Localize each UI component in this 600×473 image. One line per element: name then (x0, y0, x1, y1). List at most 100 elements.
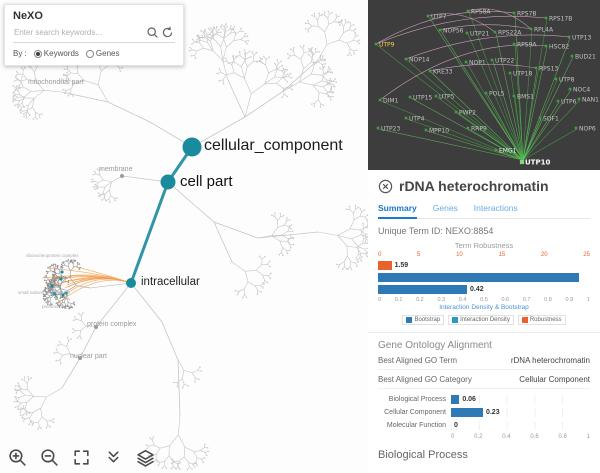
tree-label-protein-complex[interactable]: protein complex (87, 321, 137, 328)
svg-text:RPS22A: RPS22A (498, 30, 522, 37)
node-intracellular[interactable] (126, 278, 136, 288)
biological-process-section-title: Biological Process (378, 449, 468, 461)
robustness-value: 1.59 (394, 262, 409, 269)
tab-interactions[interactable]: Interactions (473, 203, 518, 213)
svg-text:UTP21: UTP21 (470, 31, 489, 38)
tree-label-preribosome[interactable]: preribosome (42, 304, 68, 309)
alignment-val-mf: 0 (454, 422, 458, 429)
genes-label: Genes (95, 49, 120, 58)
term-title: rDNA heterochromatin (399, 178, 549, 194)
node-protein-complex[interactable] (94, 325, 98, 329)
ontology-tree-canvas[interactable] (0, 0, 368, 473)
tree-label-intracellular[interactable]: intracellular (141, 276, 200, 288)
svg-text:NOP1: NOP1 (469, 60, 486, 67)
svg-text:UTP6: UTP6 (561, 99, 577, 106)
unique-term-id: Unique Term ID: NEXO:8854 (378, 226, 494, 236)
view-controls (6, 446, 157, 469)
fit-to-screen-icon (74, 450, 89, 465)
svg-text:NOP14: NOP14 (409, 57, 430, 64)
search-card: NeXO By : Keywords (4, 4, 184, 66)
go-term-value: rDNA heterochromatin (510, 356, 590, 365)
tree-label-small-subunit-processome[interactable]: small subunit processome (18, 290, 71, 295)
node-membrane[interactable] (120, 174, 124, 178)
by-label: By : (13, 49, 27, 58)
svg-text:UTP4: UTP4 (409, 116, 425, 123)
svg-text:UTP10: UTP10 (525, 159, 550, 167)
alignment-cat-cc: Cellular Component (384, 409, 446, 416)
svg-text:BUD21: BUD21 (575, 54, 596, 61)
tree-label-ribonucleoprotein-complex[interactable]: ribonucleoprotein complex (26, 253, 79, 258)
radio-keywords[interactable] (33, 49, 42, 58)
interaction-density-swatch (452, 317, 459, 323)
svg-text:UTP5: UTP5 (439, 94, 455, 101)
tab-summary[interactable]: Summary (378, 201, 417, 219)
svg-text:UTP9: UTP9 (379, 42, 395, 49)
svg-text:NOP6: NOP6 (579, 126, 596, 133)
tree-label-nuclear-part[interactable]: nuclear part (70, 353, 107, 360)
svg-text:UTP22: UTP22 (495, 58, 514, 65)
node-cell-part[interactable] (160, 174, 176, 190)
go-term-row: Best Aligned GO Term rDNA heterochromati… (378, 351, 590, 370)
robustness-chart: 1.59 0.42 (378, 261, 590, 294)
alignment-cat-bp: Biological Process (388, 396, 446, 403)
layers-icon (137, 449, 154, 467)
close-detail-button[interactable] (378, 179, 393, 194)
go-alignment-title: Gene Ontology Alignment (378, 340, 492, 351)
radio-genes[interactable] (85, 49, 94, 58)
robustness-legend: Bootstrap Interaction Density Robustness (378, 315, 590, 325)
search-mode-row: By : Keywords Genes (13, 49, 175, 58)
tab-genes[interactable]: Genes (432, 203, 458, 213)
node-cellular-component[interactable] (182, 137, 202, 157)
bootstrap-swatch (406, 317, 413, 323)
refresh-icon (162, 26, 173, 38)
svg-text:RPS9A: RPS9A (517, 42, 537, 49)
robustness-bar (378, 261, 392, 270)
collapse-levels-button[interactable] (102, 446, 125, 469)
tree-label-membrane[interactable]: membrane (99, 166, 133, 173)
svg-text:BMS1: BMS1 (517, 94, 534, 101)
reset-search-button[interactable] (160, 25, 175, 40)
tree-label-mitochondrial-part[interactable]: mitochondrial part (28, 79, 84, 86)
alignment-val-cc: 0.23 (485, 409, 500, 416)
fit-to-screen-button[interactable] (70, 446, 93, 469)
term-detail-panel: rDNA heterochromatin Summary Genes Inter… (368, 170, 600, 473)
alignment-val-bp: 0.06 (462, 396, 476, 403)
go-category-label: Best Aligned GO Category (378, 375, 472, 384)
search-button[interactable] (145, 25, 160, 40)
gene-association-edges (41, 266, 132, 304)
double-chevron-down-icon (108, 451, 119, 463)
layers-button[interactable] (134, 446, 157, 469)
svg-text:UTP13: UTP13 (572, 35, 591, 42)
bootstrap-bar (378, 273, 580, 282)
svg-text:RPL4A: RPL4A (534, 27, 554, 34)
search-input[interactable] (13, 26, 145, 39)
svg-text:RRP9: RRP9 (471, 126, 487, 133)
svg-text:NOC4: NOC4 (573, 87, 590, 94)
svg-text:UTP15: UTP15 (413, 95, 432, 102)
svg-text:DIM1: DIM1 (383, 98, 399, 105)
alignment-bar-cc (451, 408, 483, 417)
node-nuclear-part[interactable] (78, 356, 82, 360)
tree-label-cellular-component[interactable]: cellular_component (204, 137, 343, 154)
svg-text:RPS7B: RPS7B (517, 11, 537, 18)
robustness-swatch (521, 317, 528, 323)
zoom-in-icon (9, 449, 26, 466)
zoom-out-button[interactable] (38, 446, 61, 469)
svg-text:NAN1: NAN1 (582, 97, 599, 104)
tree-label-cell-part[interactable]: cell part (180, 173, 233, 190)
go-category-value: Cellular Component (519, 375, 590, 384)
zoom-out-icon (41, 449, 58, 466)
tree-fractal-branches (12, 10, 368, 471)
zoom-in-button[interactable] (6, 446, 29, 469)
svg-text:NOP56: NOP56 (443, 28, 464, 35)
legend-bootstrap: Bootstrap (402, 315, 445, 325)
search-mode-genes[interactable]: Genes (85, 49, 120, 58)
ontology-tree-panel[interactable]: cellular_component cell part intracellul… (0, 0, 368, 473)
search-mode-keywords[interactable]: Keywords (33, 49, 79, 58)
svg-text:MPP10: MPP10 (429, 128, 449, 135)
